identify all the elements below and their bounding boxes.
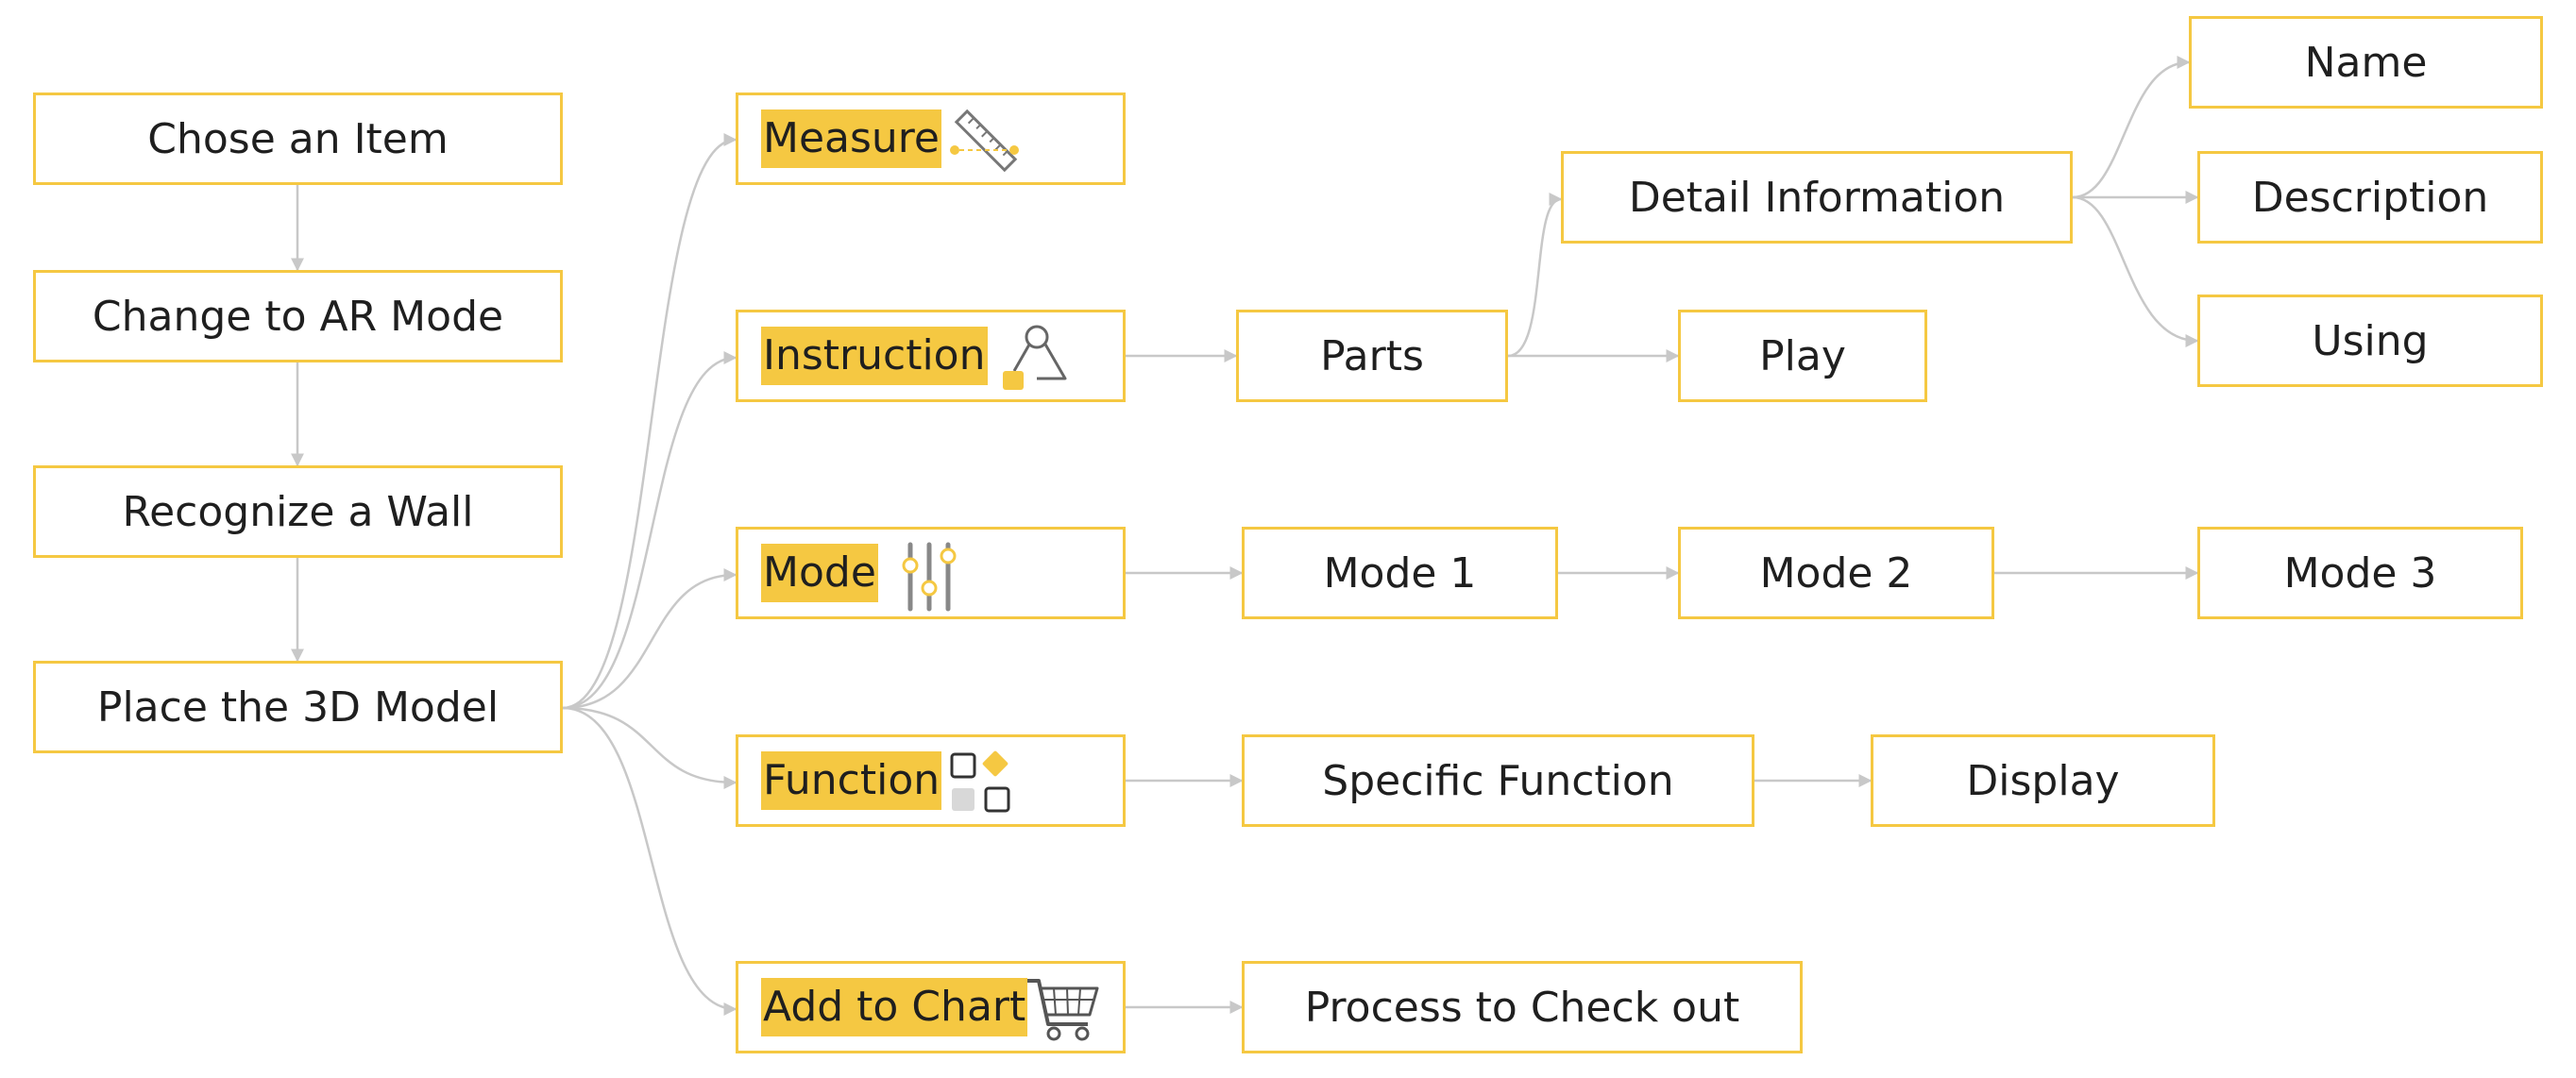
node-mode-label: Mode [761, 544, 878, 602]
node-specific-function-label: Specific Function [1322, 756, 1674, 805]
edge-place-to-instruction [562, 351, 737, 710]
node-play-label: Play [1759, 331, 1846, 380]
edge-parts-to-detail [1507, 193, 1563, 358]
node-place-model: Place the 3D Model [33, 661, 563, 753]
edge-place-to-mode [562, 568, 737, 710]
node-process-checkout: Process to Check out [1242, 961, 1803, 1053]
node-change-ar-mode: Change to AR Mode [33, 270, 563, 362]
node-mode-2-label: Mode 2 [1759, 548, 1913, 598]
node-description-label: Description [2251, 173, 2489, 222]
node-measure: Measure [736, 93, 1126, 185]
node-recognize-wall: Recognize a Wall [33, 465, 563, 558]
node-using: Using [2197, 295, 2543, 387]
edge-place-to-addchart [562, 706, 737, 1016]
node-parts-label: Parts [1320, 331, 1424, 380]
shapes-grid-icon [948, 745, 1024, 831]
node-place-model-label: Place the 3D Model [96, 682, 500, 732]
node-mode-1: Mode 1 [1242, 527, 1558, 619]
node-instruction: Instruction [736, 310, 1126, 402]
node-add-chart-label: Add to Chart [761, 978, 1028, 1036]
node-chose-item-label: Chose an Item [147, 114, 449, 163]
node-display-label: Display [1966, 756, 2120, 805]
node-mode-3: Mode 3 [2197, 527, 2523, 619]
edge-place-to-measure [562, 133, 737, 710]
edge-detail-to-using [2072, 195, 2199, 347]
node-parts: Parts [1236, 310, 1508, 402]
edge-place-to-function [562, 706, 737, 789]
node-recognize-wall-label: Recognize a Wall [122, 487, 474, 536]
magnifier-shapes-icon [995, 320, 1071, 406]
node-mode-2: Mode 2 [1678, 527, 1994, 619]
node-mode-1-label: Mode 1 [1323, 548, 1477, 598]
node-mode-3-label: Mode 3 [2283, 548, 2437, 598]
node-function-label: Function [761, 751, 942, 810]
node-change-ar-mode-label: Change to AR Mode [92, 292, 504, 341]
node-name-label: Name [2304, 38, 2428, 87]
node-mode: Mode [736, 527, 1126, 619]
ruler-icon [948, 103, 1024, 189]
node-specific-function: Specific Function [1242, 734, 1754, 827]
node-detail-information: Detail Information [1561, 151, 2073, 244]
node-description: Description [2197, 151, 2543, 244]
sliders-icon [899, 537, 974, 623]
edge-detail-to-name [2072, 56, 2191, 199]
shopping-cart-icon [1025, 971, 1101, 1057]
node-function: Function [736, 734, 1126, 827]
node-detail-information-label: Detail Information [1628, 173, 2006, 222]
node-process-checkout-label: Process to Check out [1304, 983, 1740, 1032]
node-chose-item: Chose an Item [33, 93, 563, 185]
node-name: Name [2189, 16, 2543, 109]
node-add-chart: Add to Chart [736, 961, 1126, 1053]
node-instruction-label: Instruction [761, 327, 988, 385]
node-measure-label: Measure [761, 109, 941, 168]
node-display: Display [1871, 734, 2215, 827]
node-using-label: Using [2312, 316, 2429, 365]
node-play: Play [1678, 310, 1927, 402]
